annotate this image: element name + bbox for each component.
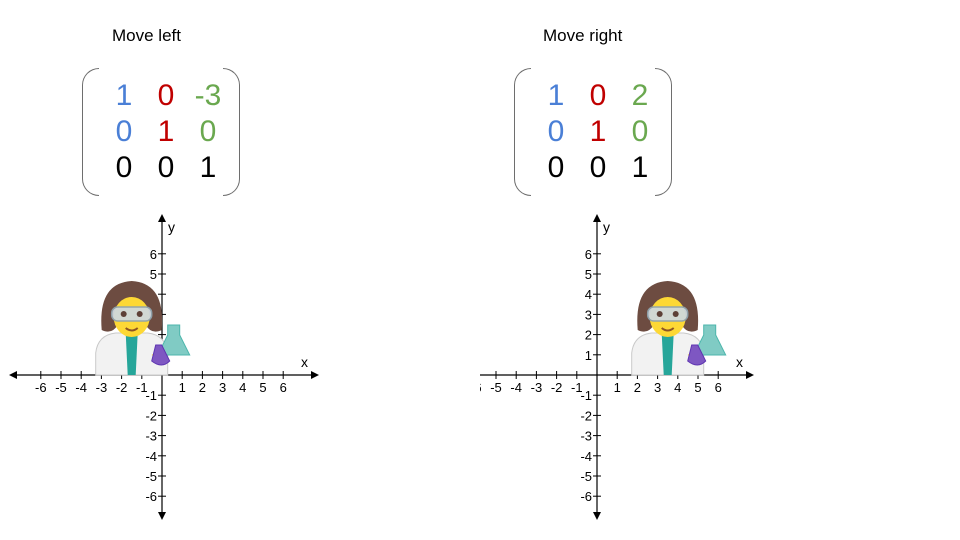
y-tick-label: -3 bbox=[580, 429, 592, 444]
x-tick-label: -6 bbox=[35, 380, 47, 395]
y-tick-label: -6 bbox=[145, 489, 157, 504]
shirt bbox=[661, 333, 674, 375]
y-axis-label: y bbox=[603, 219, 610, 235]
matrix-cell-r2c1: 0 bbox=[115, 115, 133, 148]
x-tick-label: 3 bbox=[219, 380, 226, 395]
bottle bbox=[692, 324, 727, 356]
y-tick-label: -4 bbox=[580, 449, 592, 464]
x-tick-label: -2 bbox=[551, 380, 563, 395]
x-tick-label: -1 bbox=[136, 380, 148, 395]
woman-scientist-icon bbox=[631, 281, 727, 376]
matrix-cell-r1c3: 2 bbox=[631, 79, 649, 112]
x-tick-label: -6 bbox=[480, 380, 482, 395]
x-axis-arrow-left bbox=[9, 371, 17, 379]
flask bbox=[151, 344, 171, 366]
x-tick-label: 5 bbox=[694, 380, 701, 395]
x-axis-label: x bbox=[301, 354, 308, 370]
matrix-cell-r1c1: 1 bbox=[115, 79, 133, 112]
smile bbox=[125, 327, 139, 332]
x-tick-label: -3 bbox=[96, 380, 108, 395]
x-tick-label: 6 bbox=[280, 380, 287, 395]
matrix-left-bracket bbox=[82, 68, 99, 196]
panel-title: Move left bbox=[112, 26, 181, 45]
x-tick-label: 4 bbox=[239, 380, 246, 395]
x-tick-label: 4 bbox=[674, 380, 681, 395]
matrix-cell-r3c3: 1 bbox=[631, 151, 649, 184]
smile bbox=[661, 327, 675, 332]
y-tick-label: -1 bbox=[580, 388, 592, 403]
y-tick-label: -3 bbox=[145, 429, 157, 444]
x-tick-label: -3 bbox=[531, 380, 543, 395]
matrix-cell-r3c2: 0 bbox=[157, 151, 175, 184]
left-eye bbox=[656, 311, 663, 317]
y-tick-label: -6 bbox=[580, 489, 592, 504]
matrix-cell-r3c3: 1 bbox=[199, 151, 217, 184]
panel-title: Move right bbox=[543, 26, 623, 45]
x-tick-label: -2 bbox=[116, 380, 128, 395]
y-tick-label: -2 bbox=[145, 408, 157, 423]
translation-matrix: 1 0 2 0 1 0 0 0 1 bbox=[514, 68, 672, 196]
right-eye bbox=[136, 311, 143, 317]
bottle bbox=[156, 324, 191, 356]
y-tick-label: 6 bbox=[150, 247, 157, 262]
matrix-cell-r1c2: 0 bbox=[157, 79, 175, 112]
matrix-cell-r2c3: 0 bbox=[631, 115, 649, 148]
y-tick-label: 2 bbox=[585, 328, 592, 343]
right-eye bbox=[672, 311, 679, 317]
goggles bbox=[646, 306, 689, 322]
matrix-cell-r1c1: 1 bbox=[547, 79, 565, 112]
x-axis-arrow-right bbox=[311, 371, 319, 379]
matrix-left-bracket bbox=[514, 68, 531, 196]
matrix-cell-r3c1: 0 bbox=[547, 151, 565, 184]
goggles bbox=[110, 306, 153, 322]
y-axis-arrow-up bbox=[593, 214, 601, 222]
x-tick-label: -5 bbox=[490, 380, 502, 395]
y-tick-label: 6 bbox=[585, 247, 592, 262]
x-tick-label: 3 bbox=[654, 380, 661, 395]
matrix-cell-r2c1: 0 bbox=[547, 115, 565, 148]
left-eye bbox=[120, 311, 127, 317]
x-tick-label: 1 bbox=[614, 380, 621, 395]
y-tick-label: -4 bbox=[145, 449, 157, 464]
x-tick-label: -4 bbox=[75, 380, 87, 395]
y-tick-label: -1 bbox=[145, 388, 157, 403]
matrix-cell-r1c3: -3 bbox=[194, 79, 222, 112]
x-axis-label: x bbox=[736, 354, 743, 370]
matrix-cell-r3c2: 0 bbox=[589, 151, 607, 184]
matrix-cell-r3c1: 0 bbox=[115, 151, 133, 184]
y-axis-arrow-down bbox=[158, 512, 166, 520]
y-tick-label: 3 bbox=[585, 307, 592, 322]
x-tick-label: 6 bbox=[715, 380, 722, 395]
matrix-cell-r1c2: 0 bbox=[589, 79, 607, 112]
y-tick-label: 5 bbox=[585, 267, 592, 282]
matrix-cell-r2c2: 1 bbox=[157, 115, 175, 148]
y-axis-arrow-up bbox=[158, 214, 166, 222]
matrix-cell-r2c3: 0 bbox=[199, 115, 217, 148]
y-tick-label: 1 bbox=[585, 348, 592, 363]
flask bbox=[687, 344, 707, 366]
y-axis-label: y bbox=[168, 219, 175, 235]
x-tick-label: 2 bbox=[199, 380, 206, 395]
y-axis-arrow-down bbox=[593, 512, 601, 520]
y-tick-label: -2 bbox=[580, 408, 592, 423]
x-tick-label: 1 bbox=[179, 380, 186, 395]
x-tick-label: -5 bbox=[55, 380, 67, 395]
x-tick-label: 5 bbox=[259, 380, 266, 395]
y-tick-label: 5 bbox=[150, 267, 157, 282]
y-tick-label: 4 bbox=[585, 287, 592, 302]
y-tick-label: -5 bbox=[580, 469, 592, 484]
y-tick-label: -5 bbox=[145, 469, 157, 484]
x-tick-label: -1 bbox=[571, 380, 583, 395]
x-tick-label: 2 bbox=[634, 380, 641, 395]
panel-move-right: Move right 1 0 2 0 1 0 0 0 1 xy-6-5-4-3-… bbox=[480, 0, 960, 540]
x-tick-label: -4 bbox=[510, 380, 522, 395]
woman-scientist-icon bbox=[95, 281, 191, 376]
translation-matrix: 1 0 -3 0 1 0 0 0 1 bbox=[82, 68, 240, 196]
shirt bbox=[125, 333, 138, 375]
matrix-cell-r2c2: 1 bbox=[589, 115, 607, 148]
x-axis-arrow-right bbox=[746, 371, 754, 379]
